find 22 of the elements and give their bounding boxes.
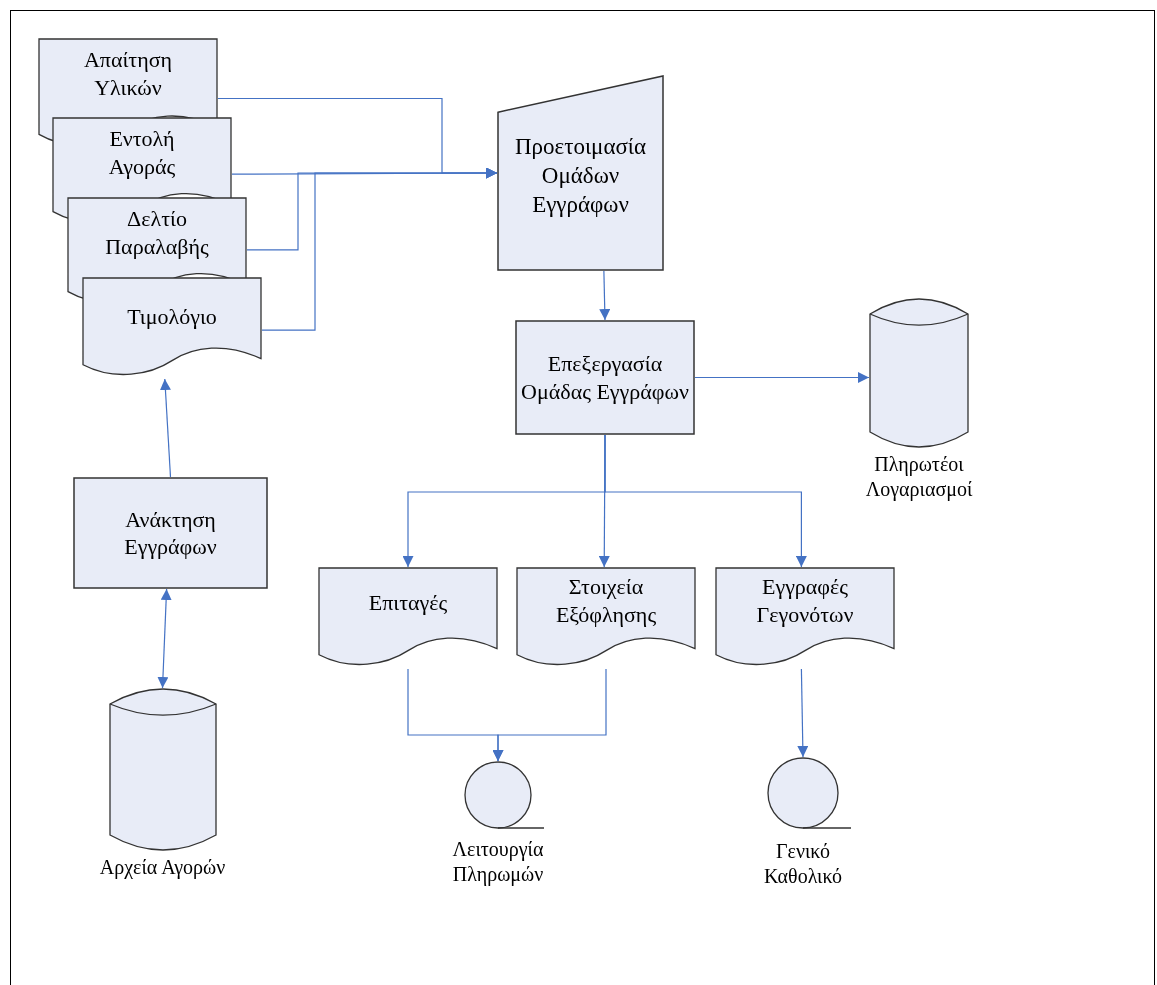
arrow — [797, 668, 809, 758]
arrow — [604, 434, 807, 568]
node-label: Τιμολόγιο — [127, 303, 217, 331]
node-label: Στοιχεία Εξόφλησης — [554, 573, 658, 628]
arrow — [159, 378, 172, 478]
node-label: Δελτίο Παραλαβής — [104, 205, 210, 260]
node-label: Επεξεργασία Ομάδας Εγγράφων — [520, 350, 690, 405]
arrow — [261, 167, 498, 331]
node-label: Ανάκτηση Εγγράφων — [123, 505, 218, 561]
node-label: Πληρωτέοι Λογαριασμοί — [864, 452, 974, 502]
node-label: Προετοιμασία Ομάδων Εγγράφων — [513, 133, 648, 219]
node-label: Επιταγές — [368, 589, 448, 617]
arrow — [694, 372, 870, 383]
arrow — [492, 668, 607, 762]
arrow — [599, 270, 611, 321]
node-label: Λειτουργία Πληρωμών — [451, 837, 545, 887]
node-label: Αρχεία Αγορών — [99, 855, 226, 880]
node-label: Εγγραφές Γεγονότων — [755, 573, 855, 628]
node-label: Απαίτηση Υλικών — [82, 46, 174, 101]
node-label: Εντολή Αγοράς — [107, 125, 177, 180]
arrow — [157, 588, 172, 689]
node-label: Γενικό Καθολικό — [762, 839, 844, 889]
